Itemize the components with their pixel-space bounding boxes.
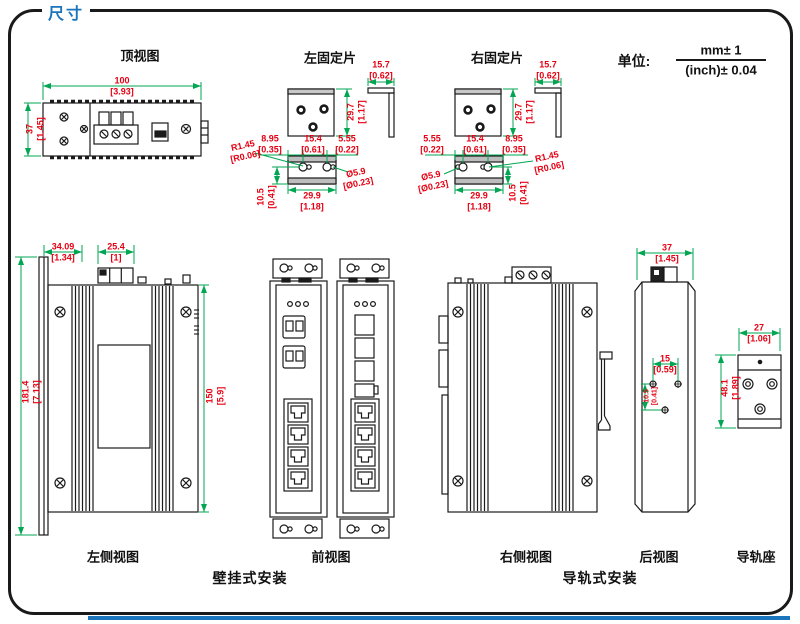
left-plate-label: 左固定片 (303, 50, 357, 66)
rear-view-dims (636, 248, 694, 411)
screw-icon (581, 306, 593, 318)
left-side-view-label: 左侧视图 (86, 549, 140, 565)
rail-mount-dims (715, 328, 781, 429)
front-view-label: 前视图 (311, 549, 351, 565)
label-area (97, 344, 151, 449)
dim-rplate-thickness: 15.7[0.62] (536, 59, 560, 80)
right-plate-drawing (454, 87, 562, 185)
plate-side-profile (534, 87, 562, 94)
dim-lside-body-height: 150[5.9] (204, 386, 225, 406)
led-icon (303, 301, 310, 308)
fiber-port (282, 345, 306, 369)
led-icon (354, 301, 361, 308)
din-clip-profile (597, 351, 613, 431)
top-view-dims (24, 82, 202, 157)
dim-rplate-side-offset: 5.55[0.22] (420, 133, 444, 154)
rj45-block (350, 398, 380, 492)
unit-denominator: (inch)± 0.04 (685, 62, 757, 78)
screw-icon (581, 475, 593, 487)
rail-mount-label: 导轨座 (736, 549, 776, 565)
dim-rplate-width: 29.9[1.18] (467, 190, 491, 211)
screw-icon (59, 112, 69, 122)
dim-lside-terminal: 25.4[1] (107, 241, 125, 262)
dim-rear-width: 37[1.45] (655, 242, 679, 263)
screw-icon (452, 475, 464, 487)
rear-view-label: 后视图 (639, 549, 679, 565)
screw-icon (54, 477, 66, 489)
top-view-label: 顶视图 (120, 48, 160, 64)
dim-rplate-slot-pitch: 15.4[0.61] (463, 133, 487, 154)
fraction-bar (676, 59, 766, 61)
terminal-block (97, 267, 134, 284)
dip-switch (151, 122, 169, 142)
wall-mount-group-label: 壁挂式安装 (212, 570, 288, 586)
dim-rear-hole-drop: 10.5[0.41] (643, 386, 658, 406)
left-side-view-drawing (38, 256, 199, 536)
unit-prefix: 单位: (617, 53, 651, 69)
page-title: 尺寸 (42, 0, 91, 24)
screw-icon (452, 306, 464, 318)
dim-rear-hole-pitch: 15[0.59] (653, 353, 677, 374)
terminal-block (511, 266, 552, 284)
right-plate-dims (425, 78, 562, 194)
led-icon (362, 301, 369, 308)
sfp-port (354, 337, 375, 359)
rail-mount-drawing (737, 354, 782, 429)
dim-lside-depth: 34.09[1.34] (51, 241, 75, 262)
dim-top-height: 37[1.45] (24, 117, 45, 141)
sfp-port (354, 314, 375, 336)
screw-icon (59, 136, 69, 146)
din-mount-group-label: 导轨式安装 (562, 570, 638, 586)
led-icon (295, 301, 302, 308)
led-icon (370, 301, 377, 308)
certification-marking (194, 309, 199, 335)
dim-top-width: 100[3.93] (110, 75, 134, 96)
sheet-frame (8, 9, 793, 615)
plate-side-profile (367, 87, 395, 94)
dim-rplate-height: 29.7[1.17] (513, 100, 534, 124)
sfp-port (354, 383, 375, 398)
screw-icon (180, 123, 192, 135)
led-icon (287, 301, 294, 308)
right-side-view-drawing (438, 266, 598, 513)
rj45-block (283, 398, 313, 492)
fiber-port (282, 315, 306, 339)
dim-rplate-slot-drop: 10.5[0.41] (507, 181, 528, 205)
dim-lplate-slot-pitch: 15.4[0.61] (301, 133, 325, 154)
dim-rail-width: 27[1.06] (747, 322, 771, 343)
front-view-drawing (269, 258, 395, 539)
dim-lplate-width: 29.9[1.18] (300, 190, 324, 211)
dim-rail-height: 48.1[1.89] (719, 376, 740, 400)
screw-icon (79, 124, 89, 134)
left-side-view-dims (15, 245, 209, 536)
dim-lplate-edge-offset: 8.95[0.35] (258, 133, 282, 154)
screw-icon (180, 477, 192, 489)
right-side-view-label: 右侧视图 (499, 549, 553, 565)
left-plate-dims (254, 78, 395, 194)
dim-lplate-side-offset: 5.55[0.22] (335, 133, 359, 154)
sfp-port (354, 360, 375, 382)
dim-lside-overall-height: 181.4[7.13] (20, 380, 41, 404)
right-plate-label: 右固定片 (470, 50, 524, 66)
screw-icon (54, 306, 66, 318)
dim-lplate-slot-drop: 10.5[0.41] (255, 185, 276, 209)
bottom-accent-line (88, 616, 790, 620)
unit-numerator: mm± 1 (700, 42, 742, 58)
screw-icon (180, 306, 192, 318)
dim-lplate-thickness: 15.7[0.62] (369, 59, 393, 80)
top-view-drawing (42, 99, 209, 160)
dim-rplate-edge-offset: 8.95[0.35] (502, 133, 526, 154)
dim-lplate-height: 29.7[1.17] (345, 100, 366, 124)
